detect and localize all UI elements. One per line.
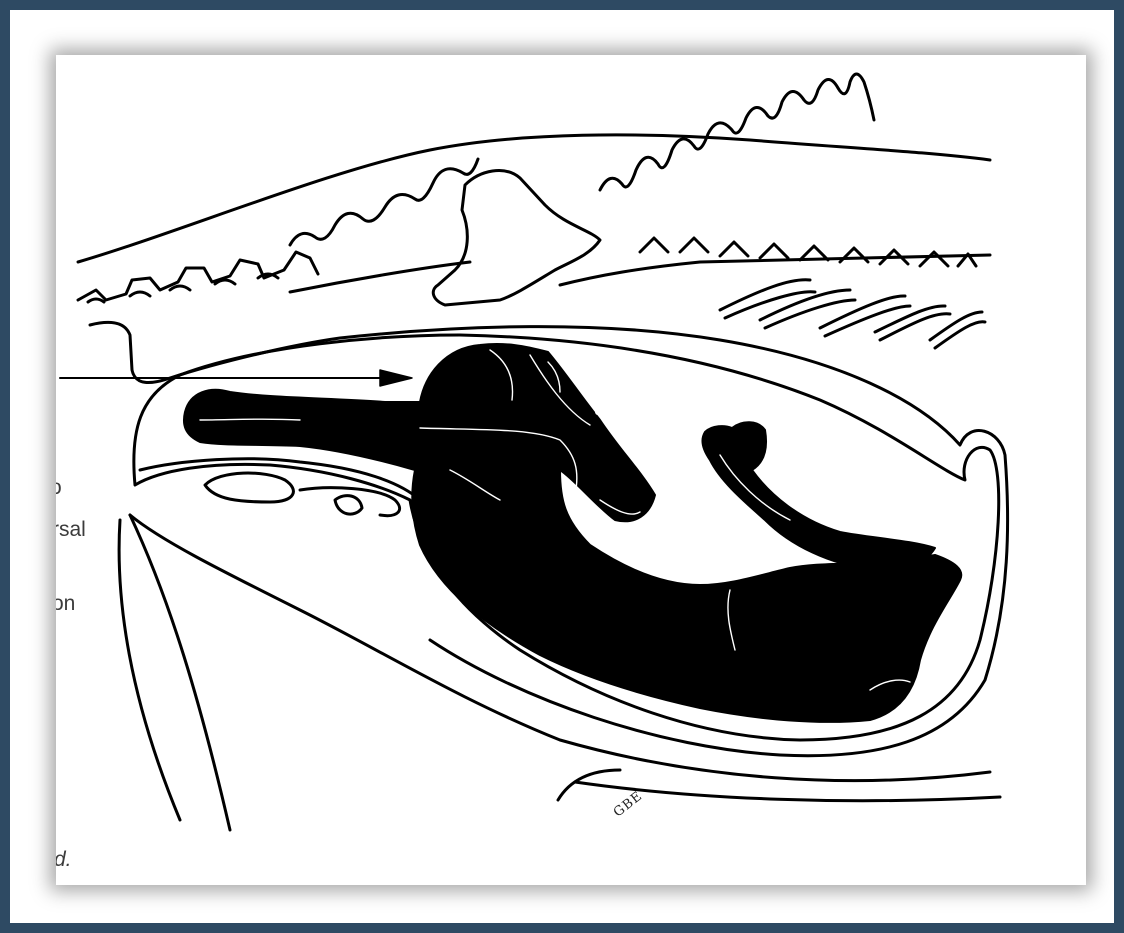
spinous-processes [290,74,874,245]
urethra [300,488,400,516]
foal-silhouette [184,344,961,722]
mare-dystocia-illustration [56,55,1086,885]
arrowhead [380,370,412,386]
diagram-card: o rsal on d. GBE [56,55,1086,885]
label-fragment-4: d. [56,849,72,870]
hind-leg-outline [119,515,230,830]
label-fragment-2: rsal [56,519,86,540]
vertebrae [78,252,318,302]
foal-eye [595,409,601,415]
ribs [720,280,985,348]
label-fragment-3: on [56,593,75,614]
bladder [205,473,293,502]
label-fragment-1: o [56,477,62,498]
pelvis-bone [433,171,600,305]
back-outline [78,135,990,262]
